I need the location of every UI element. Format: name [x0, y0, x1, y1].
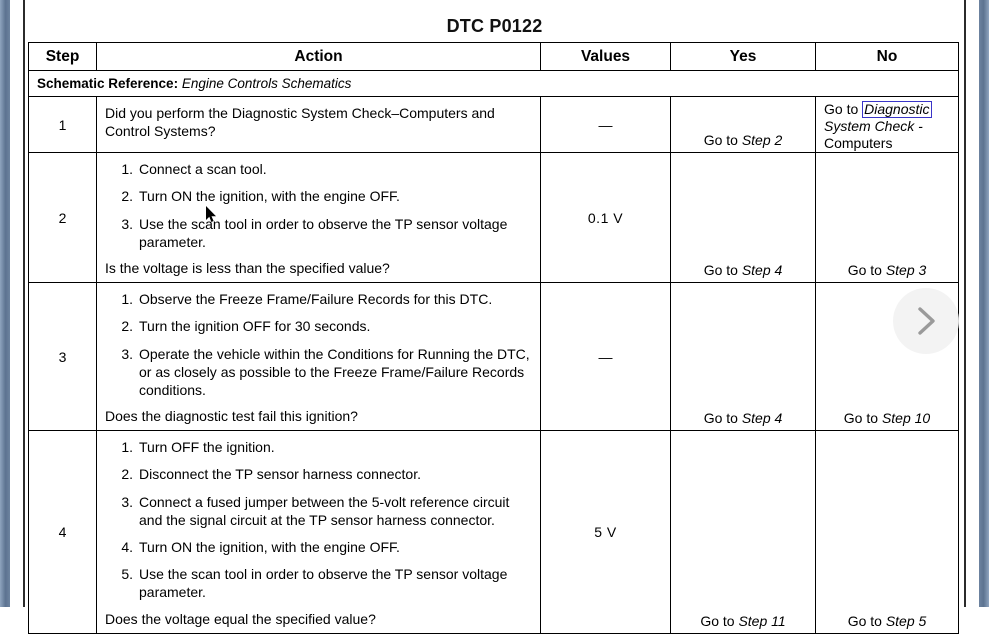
yes-branch-cell: Go to Step 4: [670, 152, 816, 284]
page-margin-rule-right: [964, 0, 966, 607]
yes-branch-prefix: Go to: [703, 262, 742, 279]
action-step-item: Turn ON the ignition, with the engine OF…: [113, 538, 400, 556]
chevron-right-icon: [913, 304, 939, 338]
column-header-action: Action: [96, 42, 541, 71]
action-step-item: Turn ON the ignition, with the engine OF…: [113, 187, 400, 205]
no-branch-link[interactable]: Diagnostic: [862, 101, 932, 118]
step-number: 2: [28, 152, 97, 284]
table-row: 3 Observe the Freeze Frame/Failure Recor…: [28, 282, 959, 432]
yes-branch-prefix: Go to: [703, 410, 742, 427]
action-step-item: Turn OFF the ignition.: [113, 438, 275, 456]
dtc-diagnostic-table: Step Action Values Yes No Schematic Refe…: [28, 42, 959, 634]
yes-branch-target[interactable]: Step 11: [738, 612, 786, 629]
action-step-item: Connect a scan tool.: [113, 160, 267, 178]
values-text: —: [598, 116, 613, 133]
column-header-values: Values: [540, 42, 671, 71]
yes-branch-cell: Go to Step 11: [670, 430, 816, 634]
action-step-list: Observe the Freeze Frame/Failure Records…: [105, 290, 534, 399]
values-text: —: [598, 348, 613, 365]
page-edge-left: [0, 0, 10, 607]
table-row: 1 Did you perform the Diagnostic System …: [28, 95, 959, 154]
step-number: 1: [28, 95, 97, 154]
yes-branch-cell: Go to Step 4: [670, 282, 816, 432]
action-step-item: Use the scan tool in order to observe th…: [113, 565, 508, 601]
column-header-no: No: [815, 42, 959, 71]
table-row: 4 Turn OFF the ignition. Disconnect the …: [28, 430, 959, 634]
no-branch-target[interactable]: Step 10: [881, 410, 931, 427]
values-cell: —: [540, 95, 671, 154]
values-text: 5 V: [594, 524, 617, 541]
no-branch-target[interactable]: Step 3: [885, 262, 927, 279]
action-step-item: Connect a fused jumper between the 5-vol…: [113, 493, 510, 528]
page-title: DTC P0122: [446, 16, 543, 36]
action-step-item: Observe the Freeze Frame/Failure Records…: [113, 290, 493, 308]
action-cell: Observe the Freeze Frame/Failure Records…: [96, 282, 541, 432]
no-branch-prefix: Go to: [843, 410, 882, 427]
page-margin-rule-left: [23, 0, 25, 607]
yes-branch-cell: Go to Step 2: [670, 95, 816, 154]
action-step-list: Turn OFF the ignition. Disconnect the TP…: [105, 438, 534, 601]
action-question: Does the diagnostic test fail this ignit…: [105, 408, 358, 425]
yes-branch-target[interactable]: Step 4: [741, 262, 783, 279]
yes-branch-target[interactable]: Step 2: [741, 132, 783, 149]
next-page-button[interactable]: [893, 288, 959, 354]
action-question: Is the voltage is less than the specifie…: [105, 259, 390, 276]
yes-branch-prefix: Go to: [703, 132, 742, 149]
no-branch-tail: Computers: [824, 135, 893, 152]
column-header-step: Step: [28, 42, 97, 71]
schematic-reference-value: Engine Controls Schematics: [181, 75, 352, 91]
values-text: 0.1 V: [587, 209, 624, 226]
table-header-row: Step Action Values Yes No: [28, 42, 959, 71]
values-cell: 0.1 V: [540, 152, 671, 284]
values-cell: 5 V: [540, 430, 671, 634]
no-branch-prefix: Go to: [847, 262, 886, 279]
schematic-reference-row: Schematic Reference: Engine Controls Sch…: [28, 70, 959, 97]
action-cell: Connect a scan tool. Turn ON the ignitio…: [96, 152, 541, 284]
action-intro: Did you perform the Diagnostic System Ch…: [105, 105, 495, 140]
schematic-reference-label: Schematic Reference:: [37, 75, 179, 91]
action-cell: Did you perform the Diagnostic System Ch…: [96, 95, 541, 154]
page-edge-right: [979, 0, 989, 607]
no-branch-prefix: Go to: [824, 101, 863, 117]
column-header-yes: Yes: [670, 42, 816, 71]
yes-branch-prefix: Go to: [700, 612, 739, 629]
action-step-list: Connect a scan tool. Turn ON the ignitio…: [105, 160, 534, 251]
action-question: Does the voltage equal the specified val…: [105, 610, 376, 627]
no-branch-cell: Go to Step 5: [815, 430, 959, 634]
action-step-item: Operate the vehicle within the Condition…: [113, 345, 530, 398]
no-branch-link-tail: System Check -: [824, 118, 923, 135]
table-row: 2 Connect a scan tool. Turn ON the ignit…: [28, 152, 959, 284]
action-step-item: Disconnect the TP sensor harness connect…: [113, 465, 421, 483]
step-number: 4: [28, 430, 97, 634]
no-branch-cell: Go to Diagnostic System Check - Computer…: [815, 95, 959, 154]
step-number: 3: [28, 282, 97, 432]
no-branch-cell: Go to Step 3: [815, 152, 959, 284]
no-branch-target[interactable]: Step 5: [885, 612, 927, 629]
yes-branch-target[interactable]: Step 4: [741, 410, 783, 427]
no-branch-prefix: Go to: [847, 612, 886, 629]
values-cell: —: [540, 282, 671, 432]
schematic-reference-cell: Schematic Reference: Engine Controls Sch…: [28, 70, 959, 97]
document-viewer: DTC P0122 Step Action Values Yes No Sche…: [0, 0, 989, 607]
action-cell: Turn OFF the ignition. Disconnect the TP…: [96, 430, 541, 634]
action-step-item: Turn the ignition OFF for 30 seconds.: [113, 317, 371, 335]
action-step-item: Use the scan tool in order to observe th…: [113, 215, 508, 250]
